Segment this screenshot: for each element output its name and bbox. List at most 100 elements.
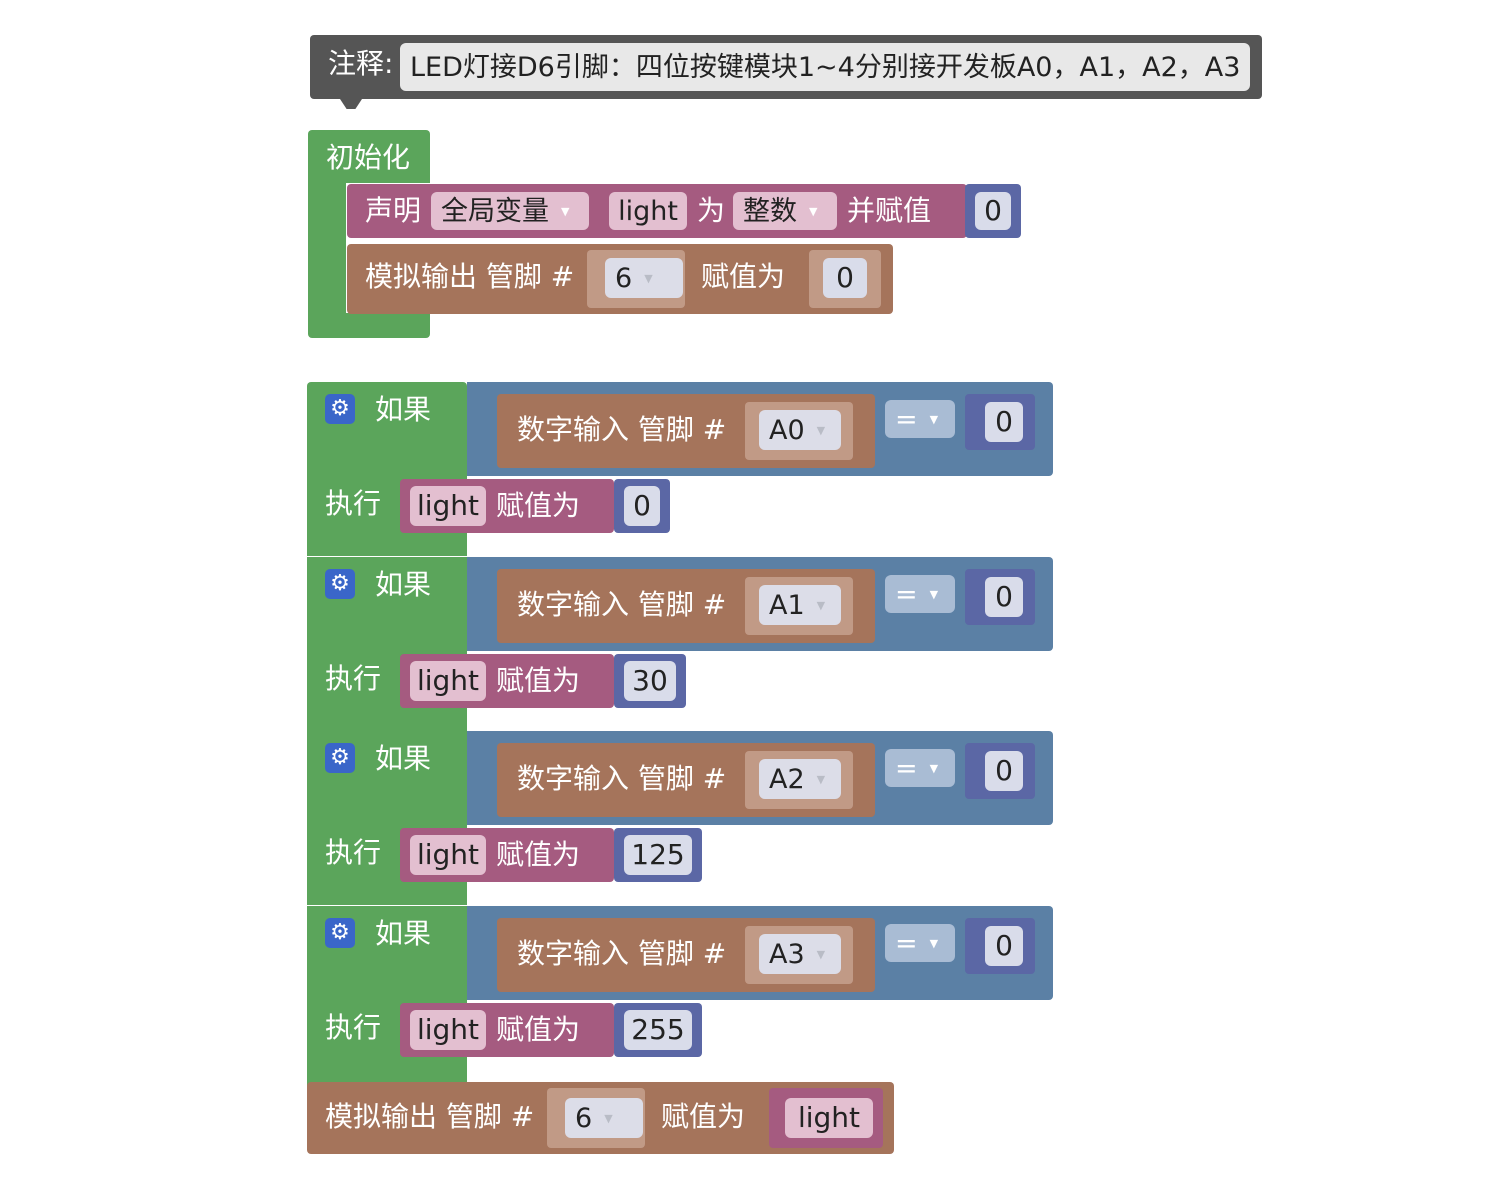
pin-value: A2: [769, 763, 805, 795]
pin-dropdown[interactable]: A0 ▼: [759, 410, 841, 450]
comment-text-field[interactable]: LED灯接D6引脚：四位按键模块1~4分别接开发板A0，A1，A2，A3: [400, 43, 1250, 91]
assign-label: 赋值为: [496, 1013, 581, 1046]
operator-dropdown[interactable]: = ▼: [885, 400, 955, 438]
final-analog-block[interactable]: 模拟输出 管脚 # 6 ▼ 赋值为 light: [307, 1082, 894, 1154]
final-pin-value: 6: [575, 1102, 593, 1134]
pin-value: A0: [769, 414, 805, 446]
assign-value-block[interactable]: 125: [614, 828, 702, 882]
pin-dropdown[interactable]: A2 ▼: [759, 759, 841, 799]
assign-value-field[interactable]: 30: [624, 661, 676, 701]
digital-input-label: 数字输入 管脚 #: [517, 762, 727, 795]
do-label: 执行: [325, 487, 382, 520]
final-var: light: [797, 1101, 861, 1134]
condition-block[interactable]: 数字输入 管脚 # A0 ▼ = ▼ 0: [467, 382, 1053, 476]
var-chip[interactable]: light: [410, 835, 486, 875]
compare-value-field[interactable]: 0: [985, 751, 1023, 791]
dropdown-arrow-icon: ▼: [561, 204, 570, 218]
var-chip[interactable]: light: [410, 486, 486, 526]
digital-input-block[interactable]: 数字输入 管脚 # A2 ▼: [497, 743, 875, 817]
condition-block[interactable]: 数字输入 管脚 # A2 ▼ = ▼ 0: [467, 731, 1053, 825]
pin-dropdown[interactable]: A3 ▼: [759, 934, 841, 974]
assign-value-field[interactable]: 125: [624, 835, 692, 875]
dropdown-arrow-icon: ▼: [604, 1111, 613, 1125]
assign-value: 125: [631, 838, 685, 871]
declare-value-block[interactable]: 0: [965, 184, 1021, 238]
operator-dropdown[interactable]: = ▼: [885, 924, 955, 962]
operator-value: =: [895, 578, 918, 610]
compare-value: 0: [995, 580, 1013, 613]
digital-input-label: 数字输入 管脚 #: [517, 413, 727, 446]
gear-icon[interactable]: ⚙: [325, 569, 355, 599]
assign-block[interactable]: light 赋值为: [400, 479, 614, 533]
var-chip[interactable]: light: [410, 1010, 486, 1050]
assign-value-field[interactable]: 255: [624, 1010, 692, 1050]
pin-value: A1: [769, 589, 805, 621]
assign-value-field[interactable]: 0: [624, 486, 660, 526]
gear-icon[interactable]: ⚙: [325, 394, 355, 424]
type-dropdown[interactable]: 整数 ▼: [733, 192, 837, 230]
operator-value: =: [895, 927, 918, 959]
assign-block[interactable]: light 赋值为: [400, 1003, 614, 1057]
compare-value-block[interactable]: 0: [965, 569, 1035, 625]
operator-dropdown[interactable]: = ▼: [885, 575, 955, 613]
gear-icon[interactable]: ⚙: [325, 743, 355, 773]
compare-value-field[interactable]: 0: [985, 577, 1023, 617]
compare-value-field[interactable]: 0: [985, 926, 1023, 966]
compare-value-block[interactable]: 0: [965, 918, 1035, 974]
assign-value-block[interactable]: 255: [614, 1003, 702, 1057]
var-name: light: [618, 195, 678, 227]
comment-label: 注释:: [328, 47, 394, 80]
final-var-chip[interactable]: light: [785, 1098, 873, 1138]
assign-value: 30: [632, 664, 668, 697]
if-label: 如果: [375, 568, 432, 601]
digital-input-block[interactable]: 数字输入 管脚 # A3 ▼: [497, 918, 875, 992]
pin-value: A3: [769, 938, 805, 970]
comment-block[interactable]: 注释: LED灯接D6引脚：四位按键模块1~4分别接开发板A0，A1，A2，A3: [310, 35, 1262, 109]
declare-value: 0: [984, 194, 1002, 227]
dropdown-arrow-icon: ▼: [929, 412, 939, 426]
condition-block[interactable]: 数字输入 管脚 # A3 ▼ = ▼ 0: [467, 906, 1053, 1000]
pin-value: 6: [615, 262, 633, 294]
assign-label: 赋值为: [496, 664, 581, 697]
assign-label: 赋值为: [496, 838, 581, 871]
compare-value-block[interactable]: 0: [965, 394, 1035, 450]
compare-value-block[interactable]: 0: [965, 743, 1035, 799]
assign-value-block[interactable]: 0: [614, 479, 670, 533]
as-label: 为: [697, 194, 726, 227]
dropdown-arrow-icon: ▼: [816, 947, 826, 961]
pin-dropdown[interactable]: 6 ▼: [605, 258, 683, 298]
declare-value-field[interactable]: 0: [975, 192, 1011, 230]
analog-assign-label: 赋值为: [701, 260, 786, 293]
digital-input-label: 数字输入 管脚 #: [517, 588, 727, 621]
operator-dropdown[interactable]: = ▼: [885, 749, 955, 787]
digital-input-block[interactable]: 数字输入 管脚 # A1 ▼: [497, 569, 875, 643]
var-name-field[interactable]: light: [609, 192, 687, 230]
if-label: 如果: [375, 393, 432, 426]
assign-label: 赋值为: [496, 489, 581, 522]
init-label: 初始化: [326, 141, 411, 174]
gear-icon[interactable]: ⚙: [325, 918, 355, 948]
do-label: 执行: [325, 1011, 382, 1044]
var-chip[interactable]: light: [410, 661, 486, 701]
analog-value: 0: [836, 261, 854, 294]
analog-label: 模拟输出 管脚 #: [365, 260, 575, 293]
assign-value-block[interactable]: 30: [614, 654, 686, 708]
scope-dropdown[interactable]: 全局变量 ▼: [431, 192, 589, 230]
pin-dropdown[interactable]: A1 ▼: [759, 585, 841, 625]
condition-block[interactable]: 数字输入 管脚 # A1 ▼ = ▼ 0: [467, 557, 1053, 651]
compare-value-field[interactable]: 0: [985, 402, 1023, 442]
init-analog-block[interactable]: 模拟输出 管脚 # 6 ▼ 赋值为 0: [347, 244, 893, 314]
dropdown-arrow-icon: ▼: [809, 204, 818, 218]
digital-input-block[interactable]: 数字输入 管脚 # A0 ▼: [497, 394, 875, 468]
final-pin-dropdown[interactable]: 6 ▼: [565, 1098, 643, 1138]
analog-value-field[interactable]: 0: [823, 258, 867, 298]
assign-block[interactable]: light 赋值为: [400, 654, 614, 708]
declare-block[interactable]: 声明 全局变量 ▼ light 为 整数 ▼ 并赋值: [347, 184, 967, 238]
do-label: 执行: [325, 662, 382, 695]
var-name: light: [416, 664, 480, 697]
final-var-block[interactable]: light: [769, 1088, 883, 1148]
assign-block[interactable]: light 赋值为: [400, 828, 614, 882]
compare-value: 0: [995, 929, 1013, 962]
dropdown-arrow-icon: ▼: [929, 936, 939, 950]
comment-notch: [340, 99, 362, 109]
